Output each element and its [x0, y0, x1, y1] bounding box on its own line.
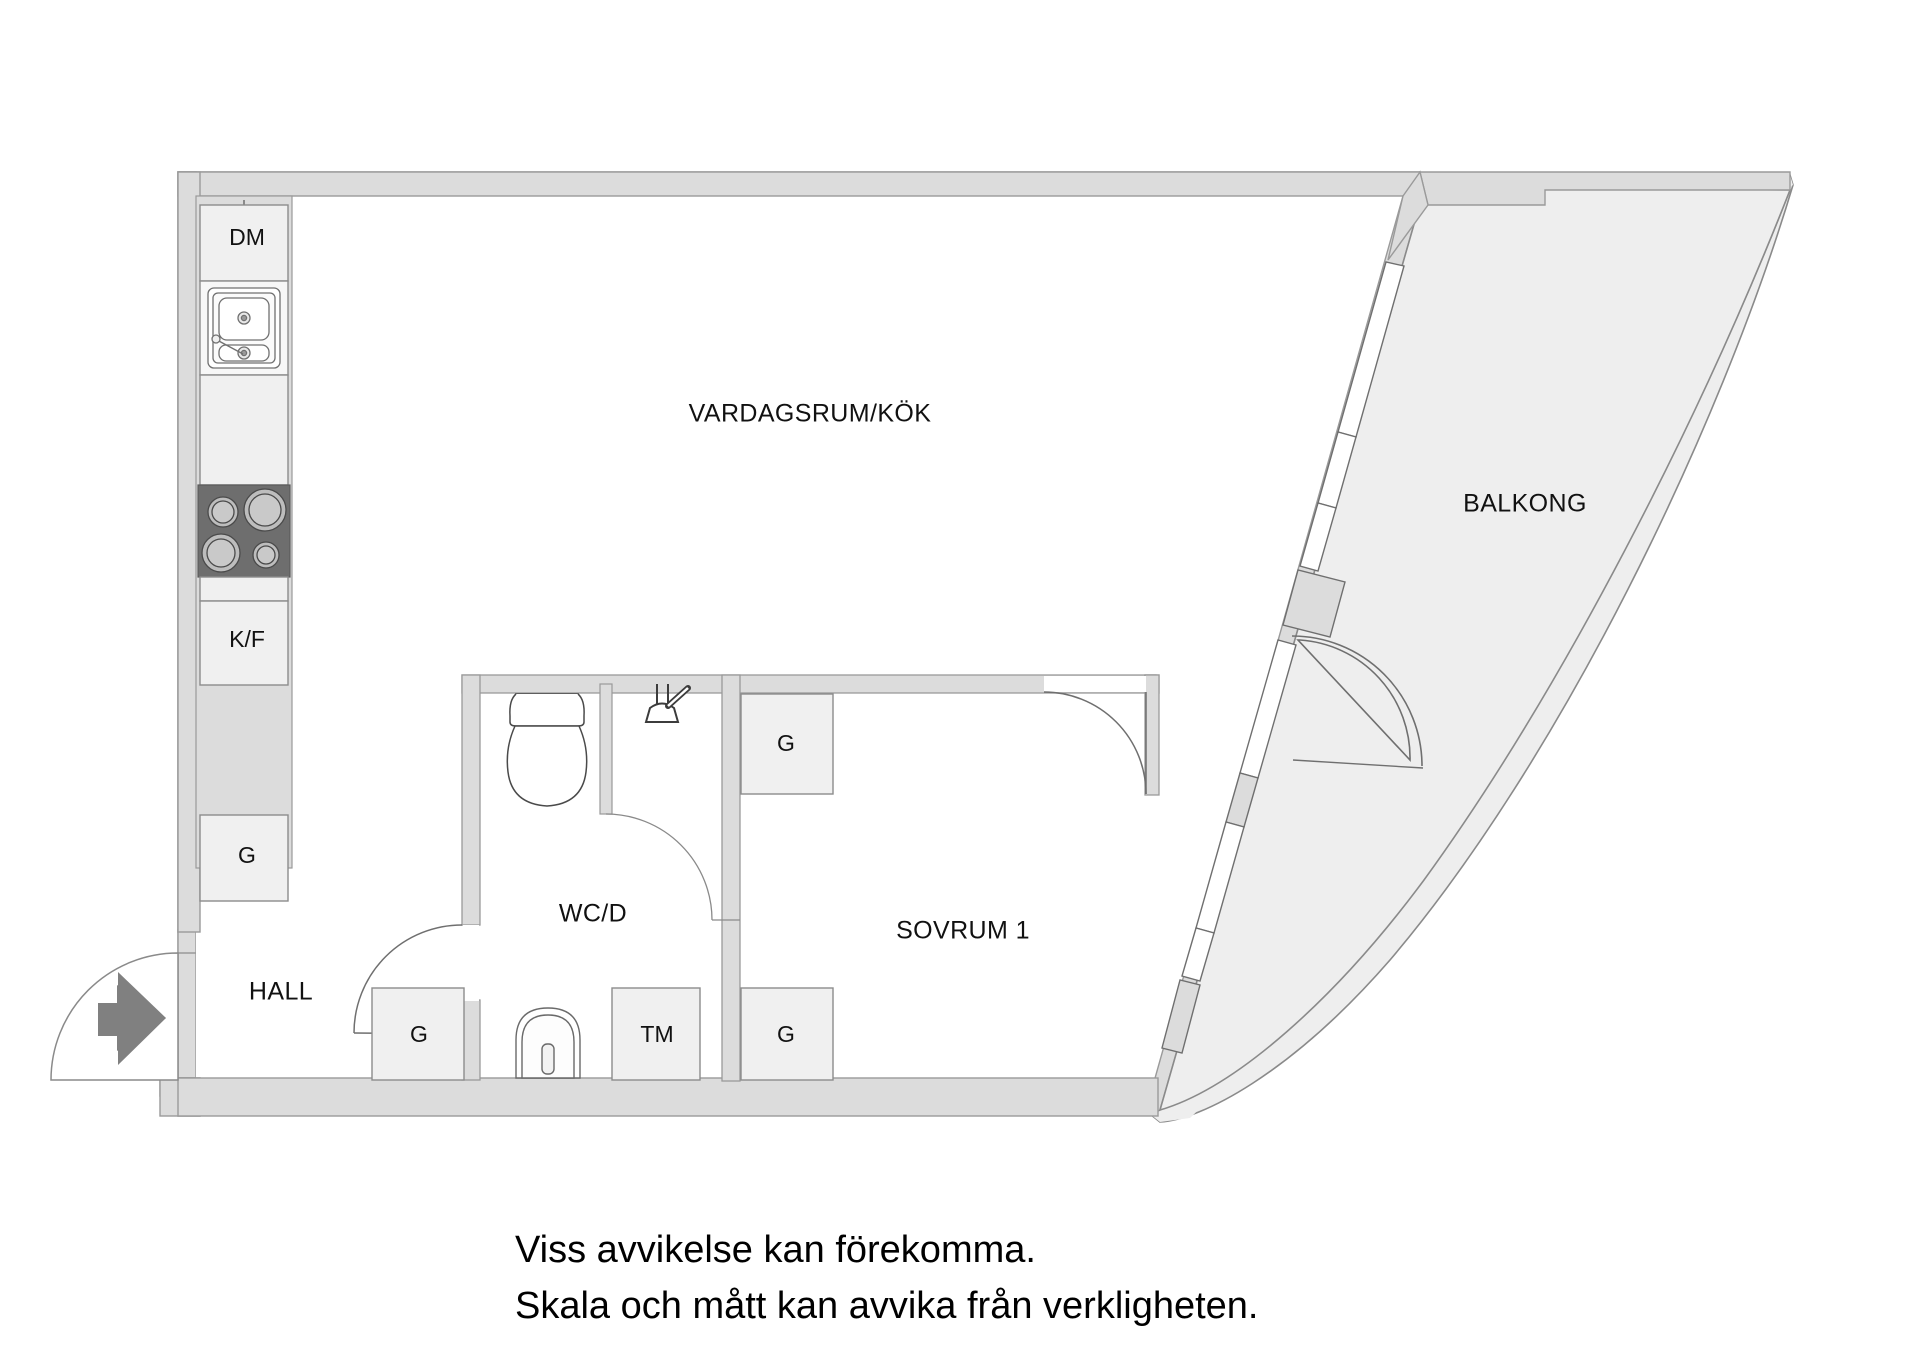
wardrobe-hall-bottom: [371, 987, 465, 1081]
bottom-wall-band: [177, 1077, 1159, 1117]
wardrobe-bedroom-bottom: [740, 987, 834, 1081]
label-g-bedroom-bottom: G: [777, 1021, 795, 1047]
burner-bottom-right-inner: [256, 545, 276, 565]
wall-bathroom-right: [721, 674, 741, 1082]
label-g-hall: G: [238, 842, 256, 868]
room-labels: VARDAGSRUM/KÖK BALKONG WC/D SOVRUM 1 HAL…: [249, 400, 1587, 1006]
balcony-door-leaf-line: [1292, 759, 1424, 769]
washbasin-icon: [515, 1007, 581, 1079]
burner-top-left-inner: [211, 500, 235, 524]
label-sovrum-1: SOVRUM 1: [896, 917, 1030, 945]
wall-bathroom-left-upper: [461, 674, 481, 926]
toilet-icon: [506, 693, 588, 807]
sink-faucet-arm: [216, 339, 244, 355]
bedroom-door-swing-arc: [1043, 691, 1147, 795]
shower-handle-highlight: [667, 687, 689, 707]
label-g-hall-bottom: G: [410, 1021, 428, 1047]
disclaimer: Viss avvikelse kan förekomma. Skala och …: [515, 1229, 1259, 1327]
wall-shower-partition: [599, 683, 613, 815]
shower-mixer-body: [644, 702, 680, 723]
window-lower-jamb: [1161, 979, 1201, 1054]
window-mid-3: [1181, 927, 1215, 982]
top-wall-band: [177, 171, 1421, 197]
kitchen-run: [195, 195, 293, 902]
label-tm: TM: [640, 1021, 673, 1047]
fixture-labels: DM K/F G G G G TM: [229, 224, 795, 1047]
disclaimer-line-2: Skala och mått kan avvika från verklighe…: [515, 1285, 1259, 1327]
disclaimer-line-1: Viss avvikelse kan förekomma.: [515, 1229, 1036, 1271]
balcony-parapet-corner: [1387, 170, 1429, 261]
apartment-floor: [196, 196, 1403, 1096]
wc-door-opening: [463, 925, 479, 1001]
shower-screen-arc: [605, 813, 713, 921]
entry-jamb-upper: [177, 929, 197, 954]
burner-bottom-left-inner: [206, 538, 236, 568]
cabinets: [371, 693, 834, 1081]
label-balkong: BALKONG: [1463, 490, 1587, 518]
burner-top-right-inner: [248, 493, 282, 527]
label-kf: K/F: [229, 626, 265, 652]
wall-bedroom-right: [1144, 674, 1160, 796]
interior-walls: [461, 674, 1160, 1082]
balcony-door-swing-arc: [1296, 639, 1411, 762]
entry-arrow-shape: [98, 972, 166, 1065]
balcony-door-arc: [1291, 635, 1423, 767]
label-dm: DM: [229, 224, 265, 250]
shower-head-icon: [644, 684, 691, 723]
window-upper-3: [1299, 502, 1337, 572]
interior-floor: [196, 196, 1403, 1096]
balcony-door-jamb: [1282, 569, 1346, 638]
wall-bathroom-left-lower: [461, 999, 481, 1081]
bottom-wall: [177, 1077, 1159, 1117]
washbasin-tap: [541, 1043, 555, 1075]
wc-door-swing-arc: [353, 924, 463, 1034]
counter-cabinet-narrow: [199, 576, 289, 602]
label-vardagsrum-kok: VARDAGSRUM/KÖK: [689, 400, 932, 428]
fridge-freezer-cabinet: [199, 600, 289, 686]
sink-drain-dot: [240, 314, 248, 322]
facade-glazing: [1161, 261, 1405, 1054]
washing-machine-cabinet: [611, 987, 701, 1081]
label-g-bedroom-top: G: [777, 730, 795, 756]
balcony-slab-top: [1158, 185, 1792, 1112]
wardrobe-hall-cabinet: [199, 814, 289, 902]
entry-door: [50, 952, 179, 1081]
top-wall: [177, 171, 1421, 197]
dishwasher-cabinet: [199, 204, 289, 282]
toilet-bowl: [506, 725, 588, 807]
bedroom-door-opening: [1044, 676, 1146, 692]
toilet-tank-body: [509, 693, 585, 727]
stove-burners: [201, 488, 287, 573]
label-hall: HALL: [249, 978, 313, 1006]
kitchen-sink-icon: [207, 287, 281, 369]
sink-faucet-base: [211, 334, 221, 344]
label-wc-d: WC/D: [559, 900, 627, 928]
wardrobe-bedroom-top: [740, 693, 834, 795]
counter-cabinet-mid: [199, 374, 289, 486]
